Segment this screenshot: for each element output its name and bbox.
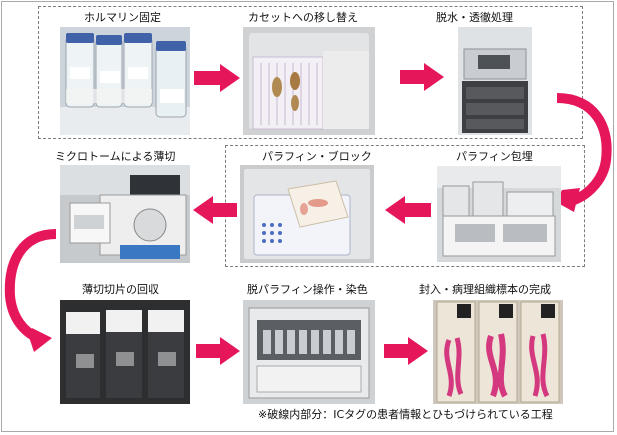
- photo-paraffin-block: [240, 165, 374, 263]
- photo-formalin-jars: [60, 27, 190, 135]
- step-label-embedding: パラフィン包埋: [456, 150, 533, 163]
- arrow-block-to-microtome: [193, 196, 237, 224]
- arrow-formalin-to-cassette: [194, 64, 240, 92]
- photo-embedding-machine: [437, 166, 561, 262]
- footnote-ic-tag: ※破線内部分：ICタグの患者情報とひもづけられている工程: [258, 408, 553, 421]
- photo-finished-slides: [433, 300, 563, 404]
- step-label-microtome: ミクロトームによる薄切: [55, 150, 176, 163]
- photo-section-collection: [60, 300, 190, 404]
- step-label-finish: 封入・病理組織標本の完成: [419, 283, 551, 296]
- step-label-staining: 脱パラフィン操作・染色: [247, 283, 368, 296]
- photo-dehydration-machine: [458, 27, 532, 135]
- step-label-dehydration: 脱水・透徹処理: [436, 11, 513, 24]
- arrow-collect-to-staining: [196, 337, 240, 365]
- photo-cassette: [243, 27, 375, 135]
- step-label-cassette: カセットへの移し替え: [248, 11, 358, 24]
- step-label-collect: 薄切切片の回収: [82, 283, 159, 296]
- step-label-block: パラフィン・ブロック: [262, 150, 372, 163]
- step-label-formalin: ホルマリン固定: [84, 11, 161, 24]
- photo-microtome: [60, 165, 190, 263]
- curved-arrow-dehydration-to-embedding: [556, 93, 612, 212]
- curved-arrow-microtome-to-collect: [4, 229, 57, 352]
- arrow-cassette-to-dehydration: [400, 63, 444, 91]
- photo-staining-machine: [243, 300, 375, 404]
- arrow-staining-to-finish: [384, 337, 428, 365]
- arrow-embedding-to-block: [385, 196, 431, 224]
- ic-tag-region-top: [38, 6, 583, 139]
